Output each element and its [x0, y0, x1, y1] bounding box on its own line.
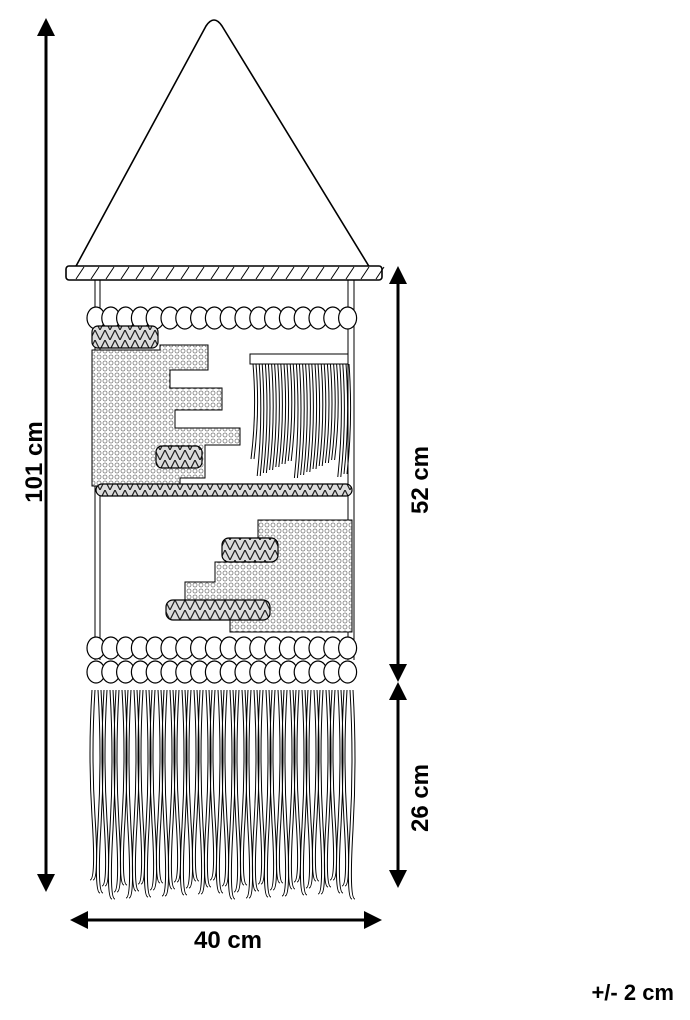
- arrow-up-icon: [37, 18, 55, 36]
- arrow-down-icon: [389, 870, 407, 888]
- top-bead-row: [86, 306, 358, 330]
- braid-block: [91, 325, 159, 349]
- bead: [338, 660, 358, 684]
- middle-braid-band: [95, 483, 353, 497]
- arrow-down-icon: [37, 874, 55, 892]
- braid-block: [155, 445, 203, 469]
- width-label: 40 cm: [194, 927, 262, 954]
- arrow-up-icon: [389, 266, 407, 284]
- upper-woven-section: [91, 325, 241, 487]
- lower-woven-section: [165, 519, 353, 633]
- arrow-left-icon: [70, 911, 88, 929]
- braid-block: [221, 537, 279, 563]
- bottom-bead-rows: [86, 636, 358, 684]
- total-height-dimension: 101 cm: [21, 18, 55, 892]
- arrow-right-icon: [364, 911, 382, 929]
- body-height-label: 52 cm: [407, 446, 434, 514]
- braid-block: [165, 599, 271, 621]
- total-height-label: 101 cm: [21, 421, 48, 502]
- bead: [338, 636, 358, 660]
- width-dimension: 40 cm: [70, 911, 382, 954]
- lower-fringe: [89, 689, 356, 900]
- bead: [338, 306, 358, 330]
- wooden-rod: [65, 265, 385, 281]
- body-height-dimension: 52 cm: [389, 266, 434, 682]
- fringe-height-dimension: 26 cm: [389, 682, 434, 888]
- arrow-down-icon: [389, 664, 407, 682]
- fringe-height-label: 26 cm: [407, 764, 434, 832]
- upper-fringe: [249, 353, 352, 479]
- hanging-cord: [74, 19, 371, 269]
- tolerance-note: +/- 2 cm: [591, 980, 674, 1005]
- arrow-up-icon: [389, 682, 407, 700]
